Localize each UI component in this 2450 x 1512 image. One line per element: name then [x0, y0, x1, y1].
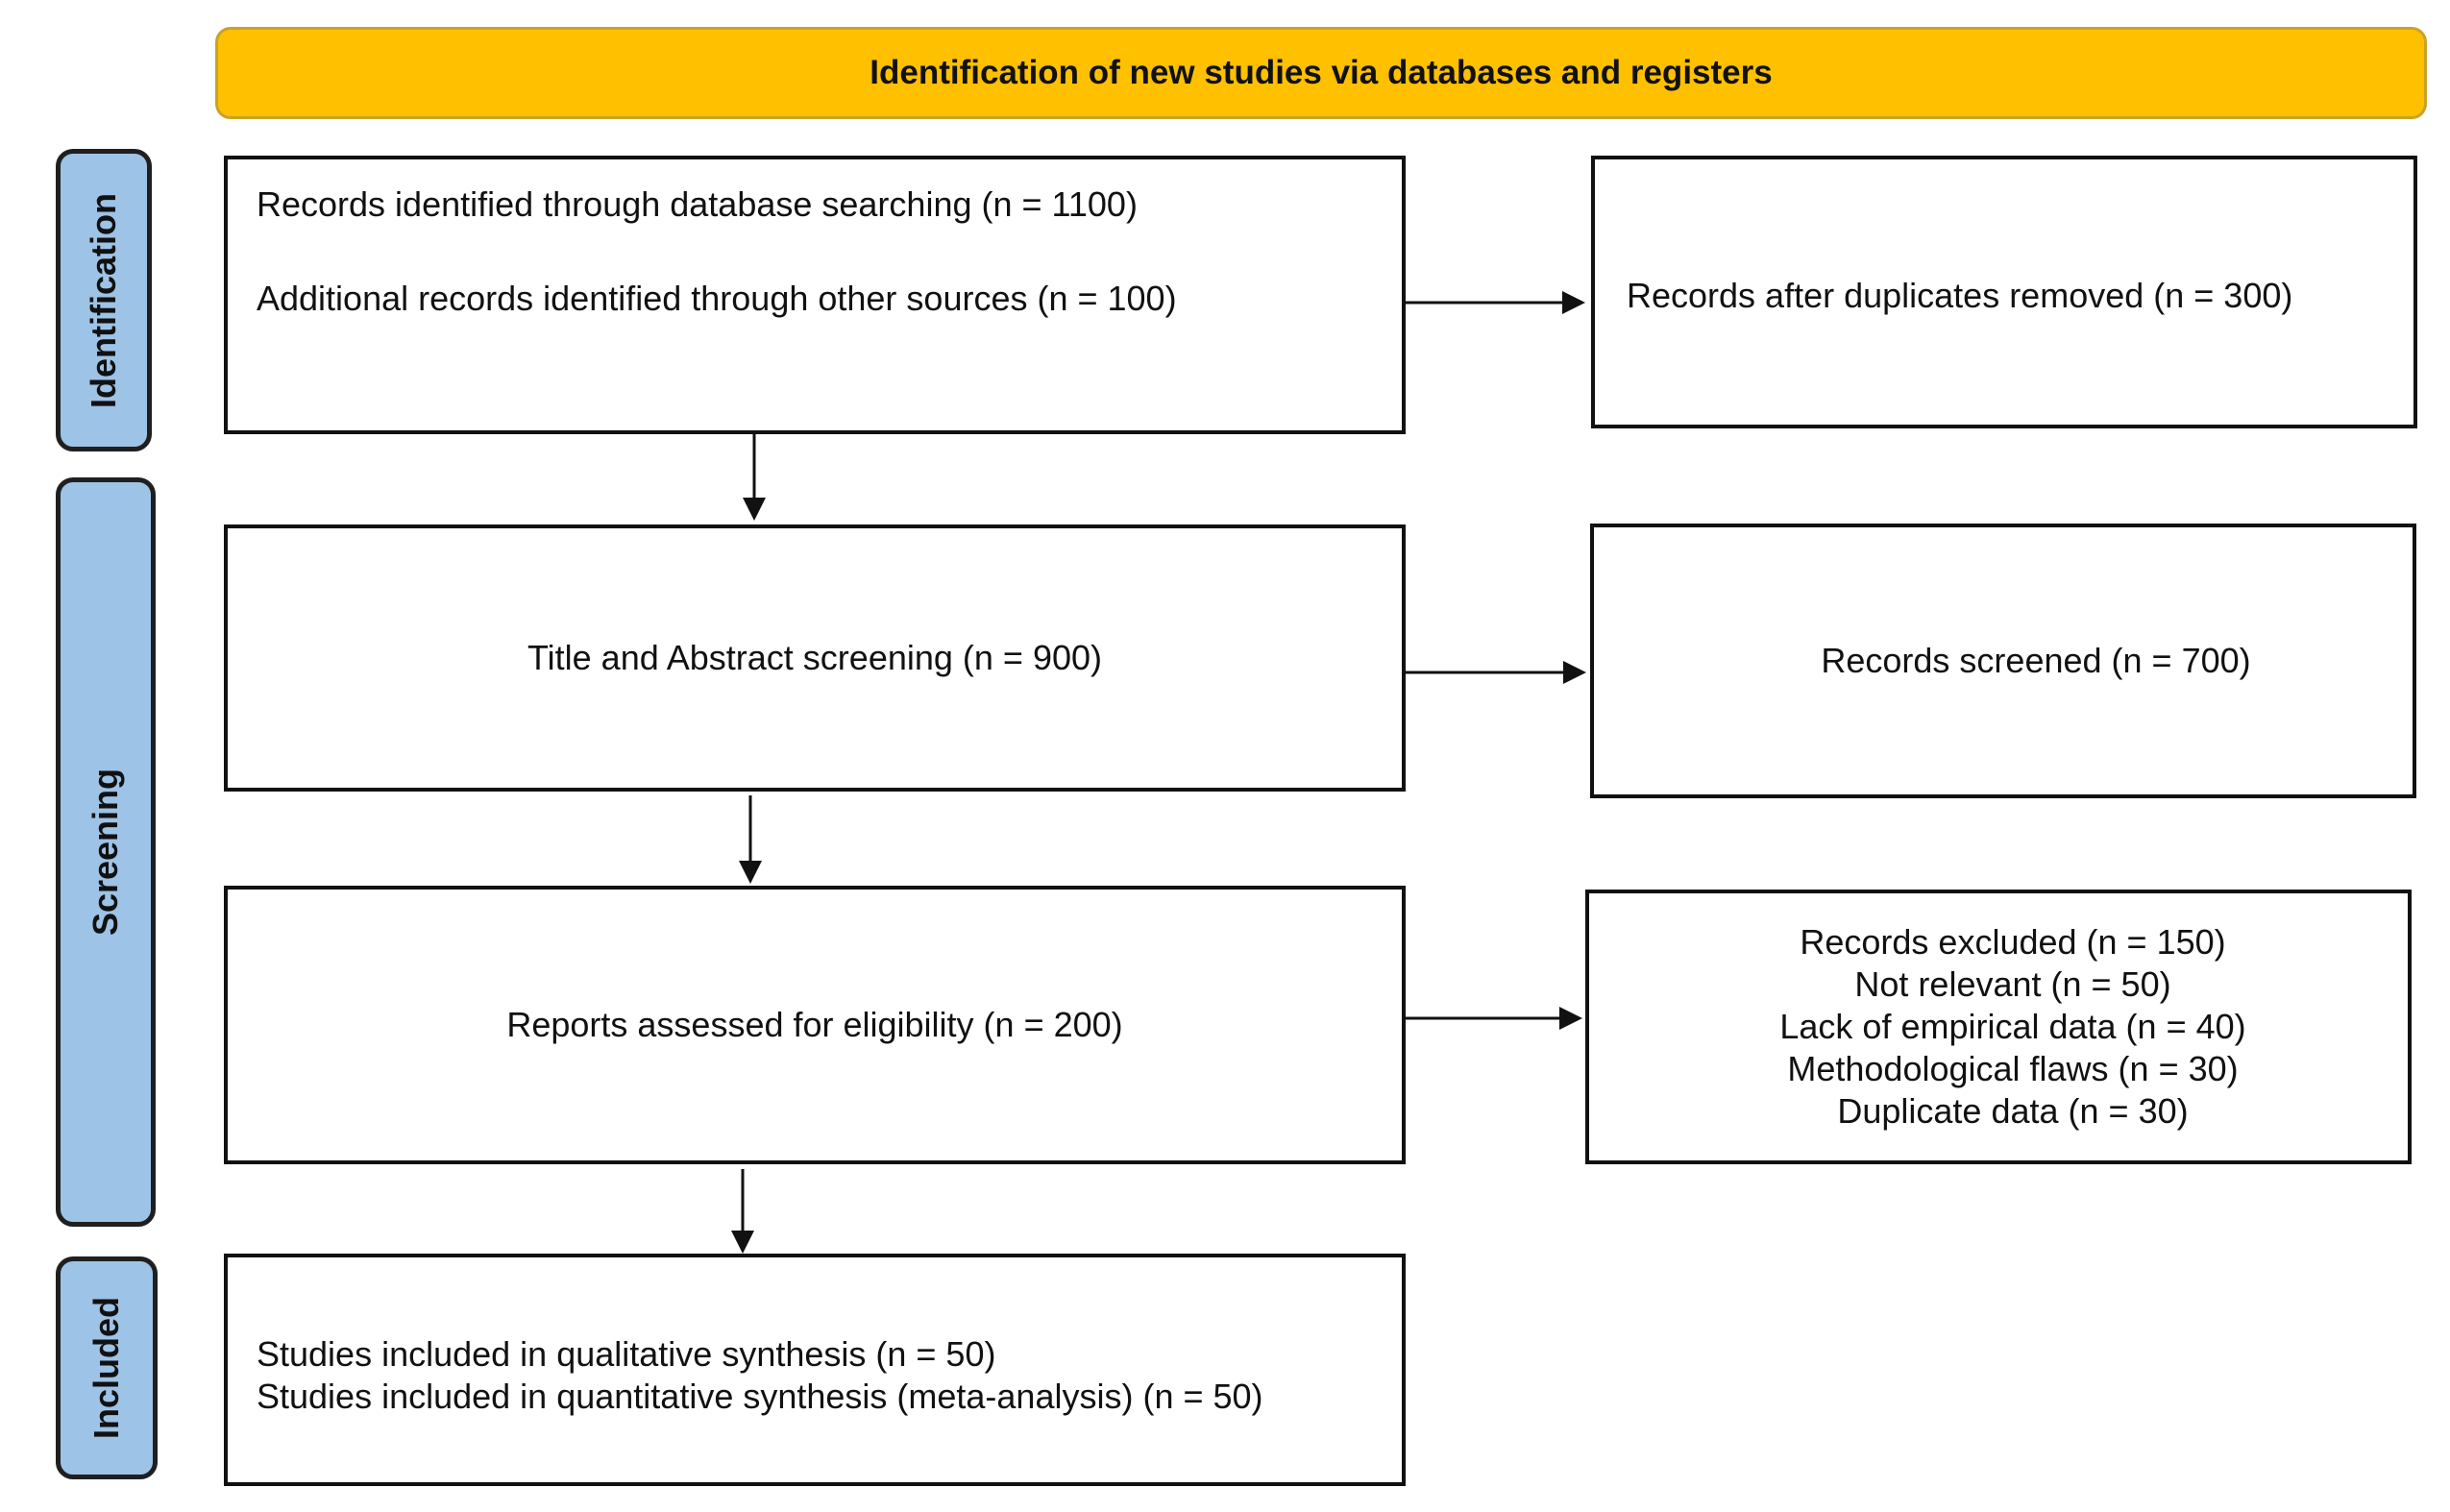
records-excluded-text: Records excluded (n = 150) [1800, 922, 2226, 962]
arrow-down-3 [731, 1169, 754, 1254]
reports-assessed-text: Reports assessed for eligibility (n = 20… [506, 1005, 1123, 1044]
duplicates-removed-text: Records after duplicates removed (n = 30… [1627, 276, 2293, 315]
additional-records-text: Additional records identified through ot… [257, 279, 1177, 318]
arrow-down-1 [743, 434, 766, 521]
exclusion-reason: Lack of empirical data (n = 40) [1779, 1007, 2246, 1046]
records-excluded-box: Records excluded (n = 150) Not relevant … [1585, 890, 2412, 1164]
title-abstract-text: Title and Abstract screening (n = 900) [527, 638, 1102, 677]
title-abstract-box: Title and Abstract screening (n = 900) [224, 524, 1406, 792]
exclusion-reason: Duplicate data (n = 30) [1837, 1091, 2189, 1131]
qualitative-synthesis-text: Studies included in qualitative synthesi… [257, 1334, 996, 1374]
exclusion-reason: Methodological flaws (n = 30) [1787, 1049, 2239, 1088]
exclusion-reason: Not relevant (n = 50) [1854, 964, 2171, 1004]
stage-screening: Screening [56, 477, 156, 1227]
included-studies-box: Studies included in qualitative synthesi… [224, 1254, 1406, 1486]
stage-identification: Identification [56, 149, 152, 451]
records-screened-box: Records screened (n = 700) [1590, 524, 2416, 798]
header-title: Identification of new studies via databa… [870, 54, 1773, 91]
arrow-right-3 [1406, 1007, 1582, 1030]
header-banner: Identification of new studies via databa… [215, 27, 2427, 119]
stage-included: Included [56, 1256, 158, 1479]
duplicates-removed-box: Records after duplicates removed (n = 30… [1591, 156, 2417, 428]
arrow-right-1 [1406, 291, 1585, 314]
records-identified-box: Records identified through database sear… [224, 156, 1406, 434]
arrow-down-2 [739, 795, 762, 884]
arrow-right-2 [1406, 661, 1586, 684]
records-screened-text: Records screened (n = 700) [1821, 641, 2251, 680]
reports-assessed-box: Reports assessed for eligibility (n = 20… [224, 886, 1406, 1164]
quantitative-synthesis-text: Studies included in quantitative synthes… [257, 1377, 1263, 1416]
records-identified-text: Records identified through database sear… [257, 184, 1138, 224]
